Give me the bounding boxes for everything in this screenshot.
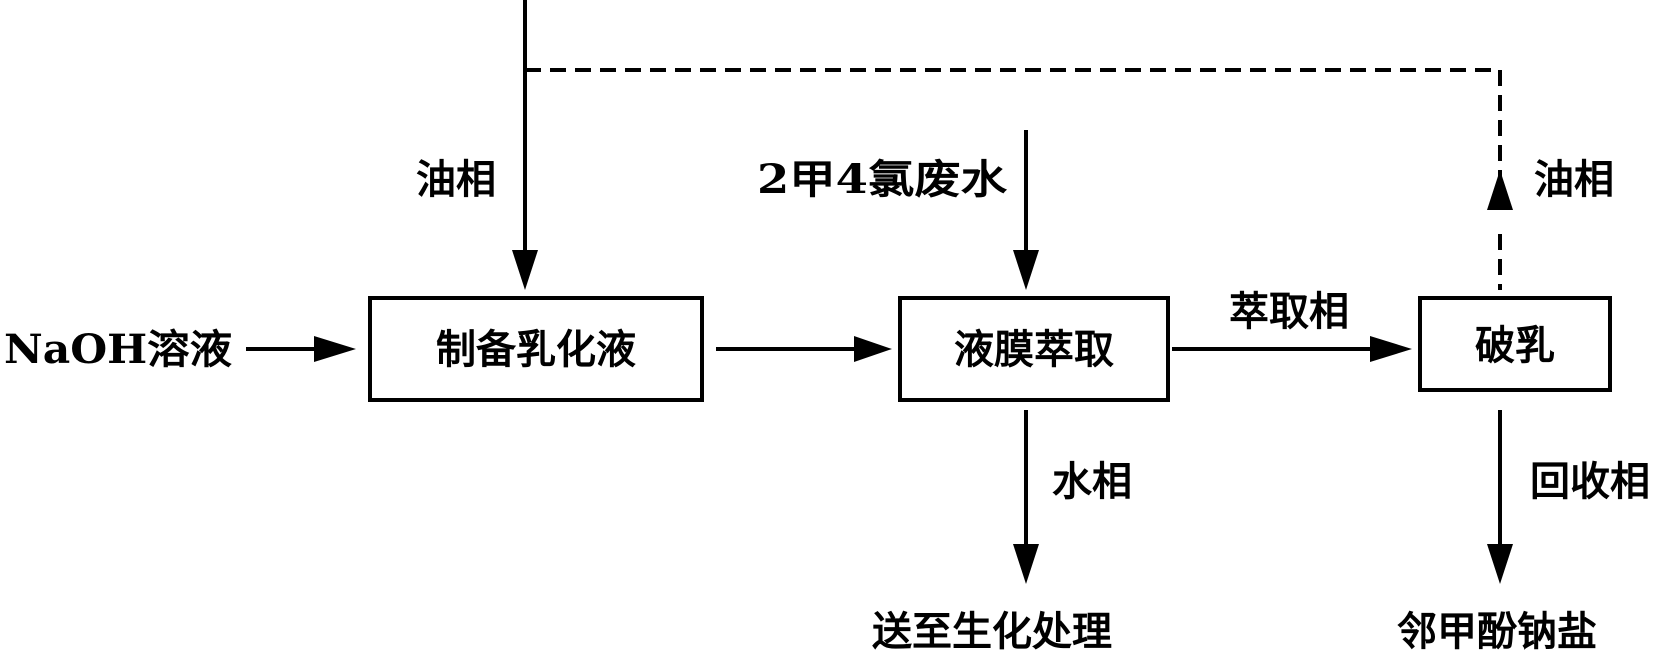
demulsification-label: 破乳 [1475,322,1555,369]
prepare-emulsion-box [368,296,704,402]
oil-phase-in-label: 油相 [416,156,496,203]
oil-phase-feed-line [512,0,538,290]
biochemical-treatment-label: 送至生化处理 [872,608,1112,655]
mcpa-wastewater-label: 2甲4氯废水 [757,156,1008,203]
recovery-phase-arrow [1487,410,1513,584]
emulsion-to-extraction-arrow [716,336,892,362]
oil-phase-recycle-label: 油相 [1534,156,1614,203]
wastewater-input-arrow [1013,130,1039,290]
demulsification-box [1418,296,1612,392]
naoh-solution-label: NaOH溶液 [4,326,232,373]
oil-phase-recycle-line [525,68,1513,290]
extract-phase-label: 萃取相 [1229,288,1349,335]
liquid-membrane-extraction-label: 液膜萃取 [954,326,1114,373]
sodium-o-cresolate-label: 邻甲酚钠盐 [1397,608,1597,655]
liquid-membrane-extraction-box [898,296,1170,402]
extract-phase-arrow [1172,336,1412,362]
naoh-input-arrow [246,336,356,362]
prepare-emulsion-label: 制备乳化液 [436,326,636,373]
aqueous-phase-arrow [1013,410,1039,584]
aqueous-phase-label: 水相 [1052,458,1132,505]
recovery-phase-label: 回收相 [1530,458,1650,505]
